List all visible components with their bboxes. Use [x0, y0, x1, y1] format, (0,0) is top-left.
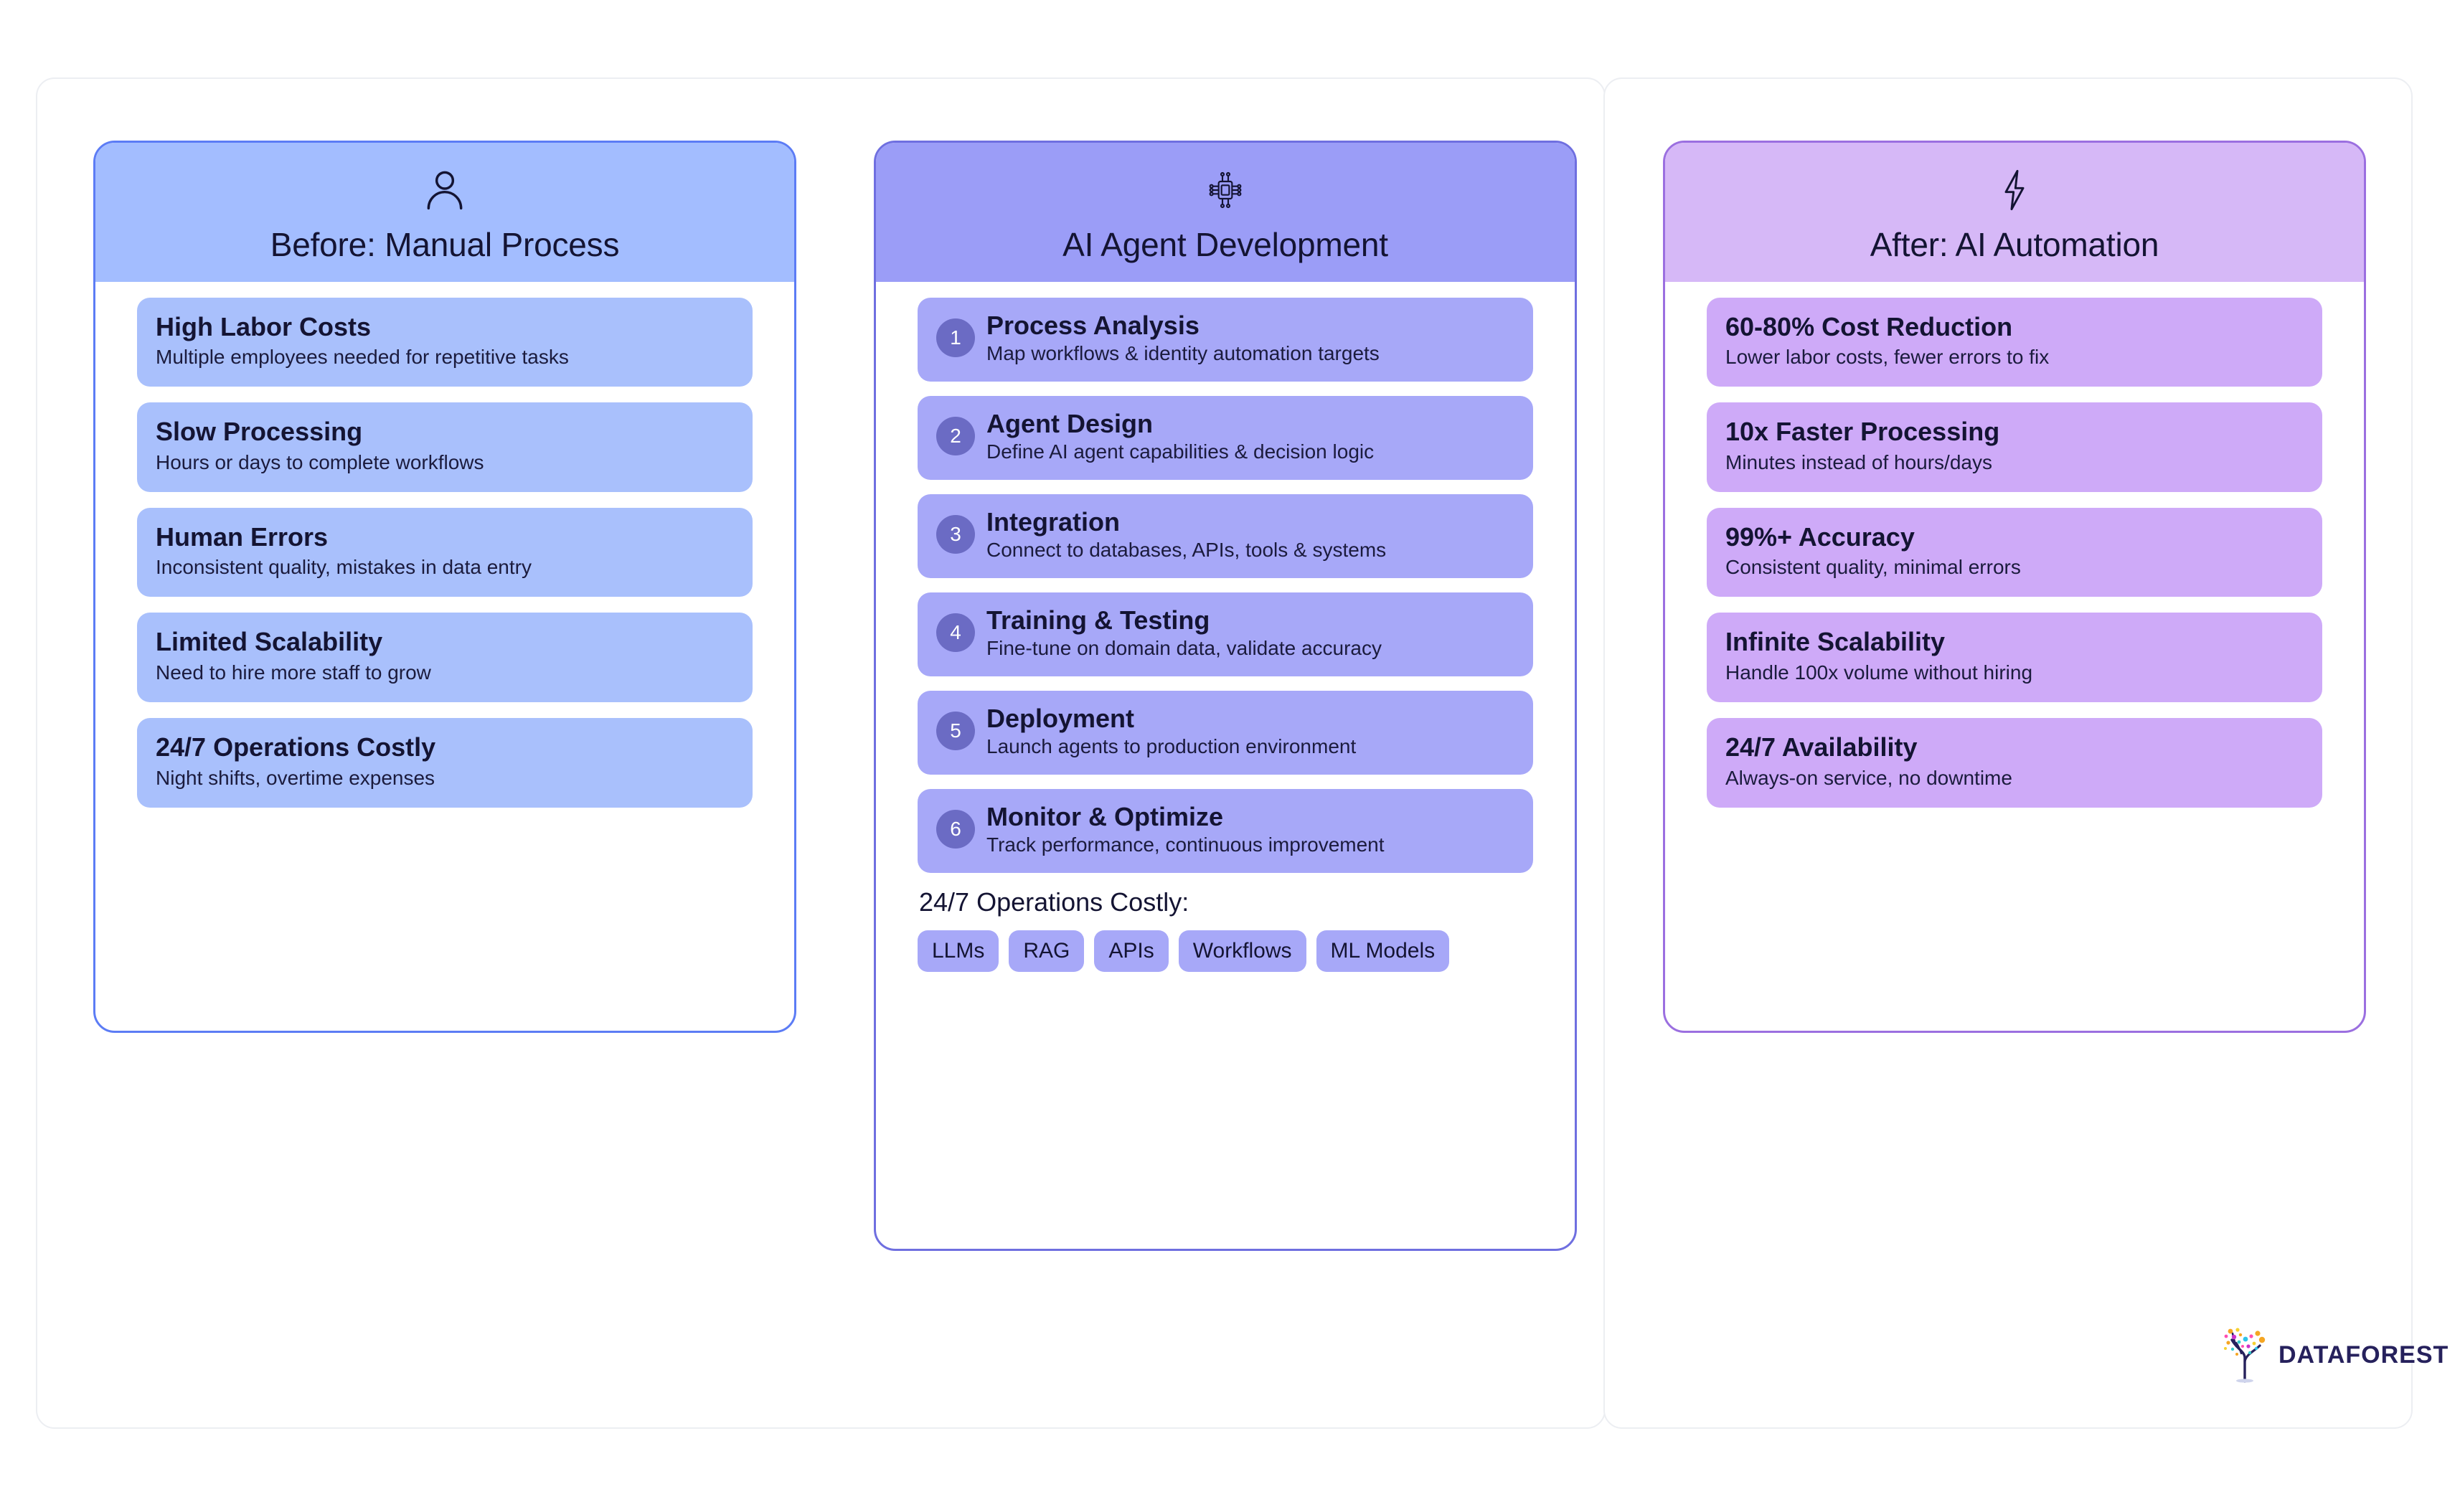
- step-title: Agent Design: [986, 408, 1154, 438]
- item-subtitle: Always-on service, no downtime: [1725, 766, 2012, 789]
- logo-wordmark: DATAFOREST: [2278, 1341, 2449, 1369]
- list-item[interactable]: 5 Deployment Launch agents to production…: [918, 690, 1533, 775]
- tag-ml-models[interactable]: ML Models: [1316, 930, 1450, 972]
- step-subtitle: Fine-tune on domain data, validate accur…: [986, 636, 1382, 659]
- list-item[interactable]: Limited Scalability Need to hire more st…: [137, 613, 753, 703]
- item-title: 60-80% Cost Reduction: [1725, 311, 2013, 341]
- step-subtitle: Track performance, continuous improvemen…: [986, 833, 1385, 856]
- item-subtitle: Lower labor costs, fewer errors to fix: [1725, 346, 2050, 369]
- step-title: Integration: [986, 506, 1120, 537]
- list-item[interactable]: 1 Process Analysis Map workflows & ident…: [918, 297, 1533, 382]
- item-subtitle: Multiple employees needed for repetitive…: [156, 346, 569, 369]
- column-header-before: Before: Manual Process: [95, 143, 794, 282]
- list-item[interactable]: Human Errors Inconsistent quality, mista…: [137, 507, 753, 597]
- dataforest-tree-icon: [2217, 1324, 2273, 1386]
- item-subtitle: Minutes instead of hours/days: [1725, 450, 1992, 473]
- column-ai-agent-development: AI Agent Development 1 Process Analysis …: [874, 141, 1577, 1251]
- list-item[interactable]: 60-80% Cost Reduction Lower labor costs,…: [1707, 297, 2322, 387]
- list-item[interactable]: 99%+ Accuracy Consistent quality, minima…: [1707, 507, 2322, 597]
- column-header-development: AI Agent Development: [876, 143, 1575, 282]
- step-subtitle: Launch agents to production environment: [986, 734, 1357, 757]
- item-title: High Labor Costs: [156, 311, 372, 341]
- page-title-after: After: AI Automation: [1870, 226, 2159, 263]
- lightning-bolt-icon: [1665, 167, 2364, 217]
- tag-apis[interactable]: APIs: [1094, 930, 1169, 972]
- page-title-before: Before: Manual Process: [270, 226, 620, 263]
- tech-stack-tags: LLMs RAG APIs Workflows ML Models: [918, 930, 1533, 972]
- item-title: 10x Faster Processing: [1725, 417, 2000, 447]
- list-item[interactable]: High Labor Costs Multiple employees need…: [137, 297, 753, 387]
- page-title-development: AI Agent Development: [1062, 226, 1388, 263]
- list-item[interactable]: 6 Monitor & Optimize Track performance, …: [918, 788, 1533, 873]
- item-subtitle: Handle 100x volume without hiring: [1725, 661, 2033, 684]
- step-number-badge: 5: [936, 712, 975, 751]
- step-number-badge: 2: [936, 417, 975, 456]
- step-number-badge: 1: [936, 318, 975, 358]
- item-title: Limited Scalability: [156, 627, 383, 657]
- item-subtitle: Consistent quality, minimal errors: [1725, 556, 2021, 579]
- dataforest-logo: DATAFOREST: [2217, 1322, 2448, 1388]
- column-before-manual-process: Before: Manual Process High Labor Costs …: [93, 141, 796, 1033]
- step-number-badge: 3: [936, 515, 975, 554]
- item-title: Human Errors: [156, 521, 329, 552]
- list-item[interactable]: 24/7 Operations Costly Night shifts, ove…: [137, 718, 753, 808]
- user-icon: [95, 167, 794, 217]
- list-item[interactable]: 24/7 Availability Always-on service, no …: [1707, 718, 2322, 808]
- list-item[interactable]: 2 Agent Design Define AI agent capabilit…: [918, 395, 1533, 480]
- column-body-before: High Labor Costs Multiple employees need…: [95, 282, 794, 856]
- step-title: Process Analysis: [986, 310, 1200, 340]
- item-title: 24/7 Operations Costly: [156, 732, 436, 762]
- item-title: 99%+ Accuracy: [1725, 521, 1915, 552]
- list-item[interactable]: 4 Training & Testing Fine-tune on domain…: [918, 592, 1533, 676]
- tag-workflows[interactable]: Workflows: [1178, 930, 1306, 972]
- column-after-ai-automation: After: AI Automation 60-80% Cost Reducti…: [1663, 141, 2366, 1033]
- item-subtitle: Night shifts, overtime expenses: [156, 766, 435, 789]
- item-subtitle: Need to hire more staff to grow: [156, 661, 431, 684]
- column-body-after: 60-80% Cost Reduction Lower labor costs,…: [1665, 282, 2364, 856]
- step-subtitle: Map workflows & identity automation targ…: [986, 341, 1380, 364]
- tag-llms[interactable]: LLMs: [918, 930, 999, 972]
- step-subtitle: Connect to databases, APIs, tools & syst…: [986, 538, 1387, 561]
- list-item[interactable]: Slow Processing Hours or days to complet…: [137, 402, 753, 492]
- column-header-after: After: AI Automation: [1665, 143, 2364, 282]
- list-item[interactable]: Infinite Scalability Handle 100x volume …: [1707, 613, 2322, 703]
- step-subtitle: Define AI agent capabilities & decision …: [986, 440, 1375, 463]
- list-item[interactable]: 10x Faster Processing Minutes instead of…: [1707, 402, 2322, 492]
- step-title: Training & Testing: [986, 605, 1210, 635]
- step-title: Monitor & Optimize: [986, 801, 1223, 831]
- column-body-development: 1 Process Analysis Map workflows & ident…: [876, 282, 1575, 998]
- item-title: 24/7 Availability: [1725, 732, 1918, 762]
- item-subtitle: Inconsistent quality, mistakes in data e…: [156, 556, 532, 579]
- tag-rag[interactable]: RAG: [1009, 930, 1085, 972]
- item-title: Slow Processing: [156, 417, 363, 447]
- item-title: Infinite Scalability: [1725, 627, 1946, 657]
- list-item[interactable]: 3 Integration Connect to databases, APIs…: [918, 493, 1533, 578]
- item-subtitle: Hours or days to complete workflows: [156, 450, 484, 473]
- step-number-badge: 6: [936, 810, 975, 849]
- cpu-chip-icon: [876, 167, 1575, 217]
- tech-stack-heading: 24/7 Operations Costly:: [919, 887, 1189, 917]
- step-title: Deployment: [986, 703, 1135, 733]
- step-number-badge: 4: [936, 613, 975, 653]
